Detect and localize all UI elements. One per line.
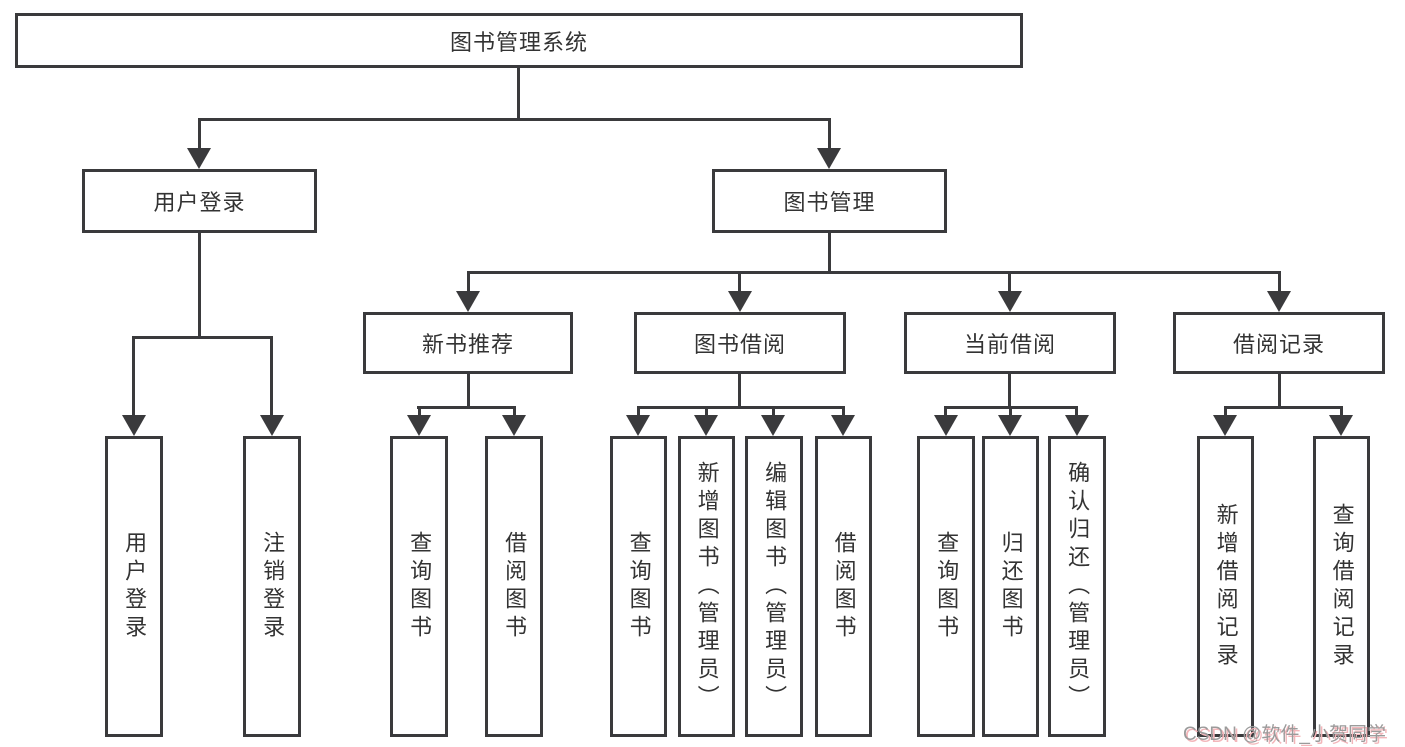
node-borrow-records: 借阅记录 — [1173, 312, 1385, 374]
leaf-query-borrow-record: 查询借阅记录 — [1313, 436, 1370, 737]
csdn-watermark: CSDN @软件_小贺同学 — [1183, 724, 1386, 745]
node-current-borrow: 当前借阅 — [904, 312, 1116, 374]
node-user-login: 用户登录 — [82, 169, 317, 233]
connector-book-borrow-branch — [637, 406, 845, 409]
leaf-return-books: 归还图书 — [982, 436, 1039, 737]
leaf-add-borrow-record: 新增借阅记录 — [1197, 436, 1254, 737]
arrowhead-down-icon — [502, 415, 526, 436]
connector-new-book-branch — [417, 406, 516, 409]
leaf-query-books-current: 查询图书 — [917, 436, 975, 737]
connector-drop-book-borrow — [738, 271, 741, 294]
connector-drop-new-book — [467, 271, 470, 294]
connector-drop — [418, 406, 421, 418]
connector-drop — [842, 406, 845, 418]
connector-borrow-records-branch — [1224, 406, 1343, 409]
connector-book-borrow-trunk — [738, 374, 741, 409]
connector-drop-leaf-login — [132, 336, 135, 418]
connector-drop — [637, 406, 640, 418]
connector-drop-current-borrow — [1008, 271, 1011, 294]
connector-drop — [772, 406, 775, 418]
arrowhead-down-icon — [831, 415, 855, 436]
arrowhead-down-icon — [187, 148, 211, 169]
arrowhead-down-icon — [407, 415, 431, 436]
node-new-book-recommend: 新书推荐 — [363, 312, 573, 374]
connector-new-book-trunk — [467, 374, 470, 409]
arrowhead-down-icon — [1065, 415, 1089, 436]
arrowhead-down-icon — [1267, 291, 1291, 312]
arrowhead-down-icon — [728, 291, 752, 312]
connector-drop — [705, 406, 708, 418]
connector-drop-borrow-records — [1278, 271, 1281, 294]
arrowhead-down-icon — [122, 415, 146, 436]
connector-drop-book-management — [828, 118, 831, 151]
connector-drop — [513, 406, 516, 418]
leaf-query-books-recommend: 查询图书 — [390, 436, 448, 737]
connector-user-login-trunk — [198, 233, 201, 339]
arrowhead-down-icon — [817, 148, 841, 169]
arrowhead-down-icon — [998, 291, 1022, 312]
connector-user-login-branch — [132, 336, 273, 339]
leaf-add-books-admin: 新增图书（管理员） — [678, 436, 735, 737]
arrowhead-down-icon — [761, 415, 785, 436]
arrowhead-down-icon — [626, 415, 650, 436]
leaf-edit-books-admin: 编辑图书（管理员） — [745, 436, 803, 737]
arrowhead-down-icon — [456, 291, 480, 312]
node-book-borrow: 图书借阅 — [634, 312, 846, 374]
leaf-borrow-books: 借阅图书 — [815, 436, 872, 737]
connector-borrow-records-trunk — [1278, 374, 1281, 409]
connector-drop — [944, 406, 947, 418]
arrowhead-down-icon — [1213, 415, 1237, 436]
connector-level3-branch — [467, 271, 1280, 274]
node-root: 图书管理系统 — [15, 13, 1023, 68]
connector-root-trunk — [517, 67, 520, 121]
connector-current-borrow-trunk — [1008, 374, 1011, 409]
arrowhead-down-icon — [934, 415, 958, 436]
arrowhead-down-icon — [260, 415, 284, 436]
node-book-management: 图书管理 — [712, 169, 947, 233]
connector-drop-leaf-logout — [270, 336, 273, 418]
leaf-query-books-borrow: 查询图书 — [610, 436, 667, 737]
connector-drop — [1224, 406, 1227, 418]
arrowhead-down-icon — [998, 415, 1022, 436]
connector-drop — [1340, 406, 1343, 418]
connector-book-management-trunk — [828, 233, 831, 274]
leaf-borrow-books-recommend: 借阅图书 — [485, 436, 543, 737]
connector-drop — [1009, 406, 1012, 418]
connector-level2-branch — [198, 118, 831, 121]
leaf-logout: 注销登录 — [243, 436, 301, 737]
connector-drop — [1075, 406, 1078, 418]
leaf-confirm-return-admin: 确认归还（管理员） — [1048, 436, 1106, 737]
connector-drop-user-login — [198, 118, 201, 151]
arrowhead-down-icon — [694, 415, 718, 436]
leaf-user-login: 用户登录 — [105, 436, 163, 737]
arrowhead-down-icon — [1329, 415, 1353, 436]
